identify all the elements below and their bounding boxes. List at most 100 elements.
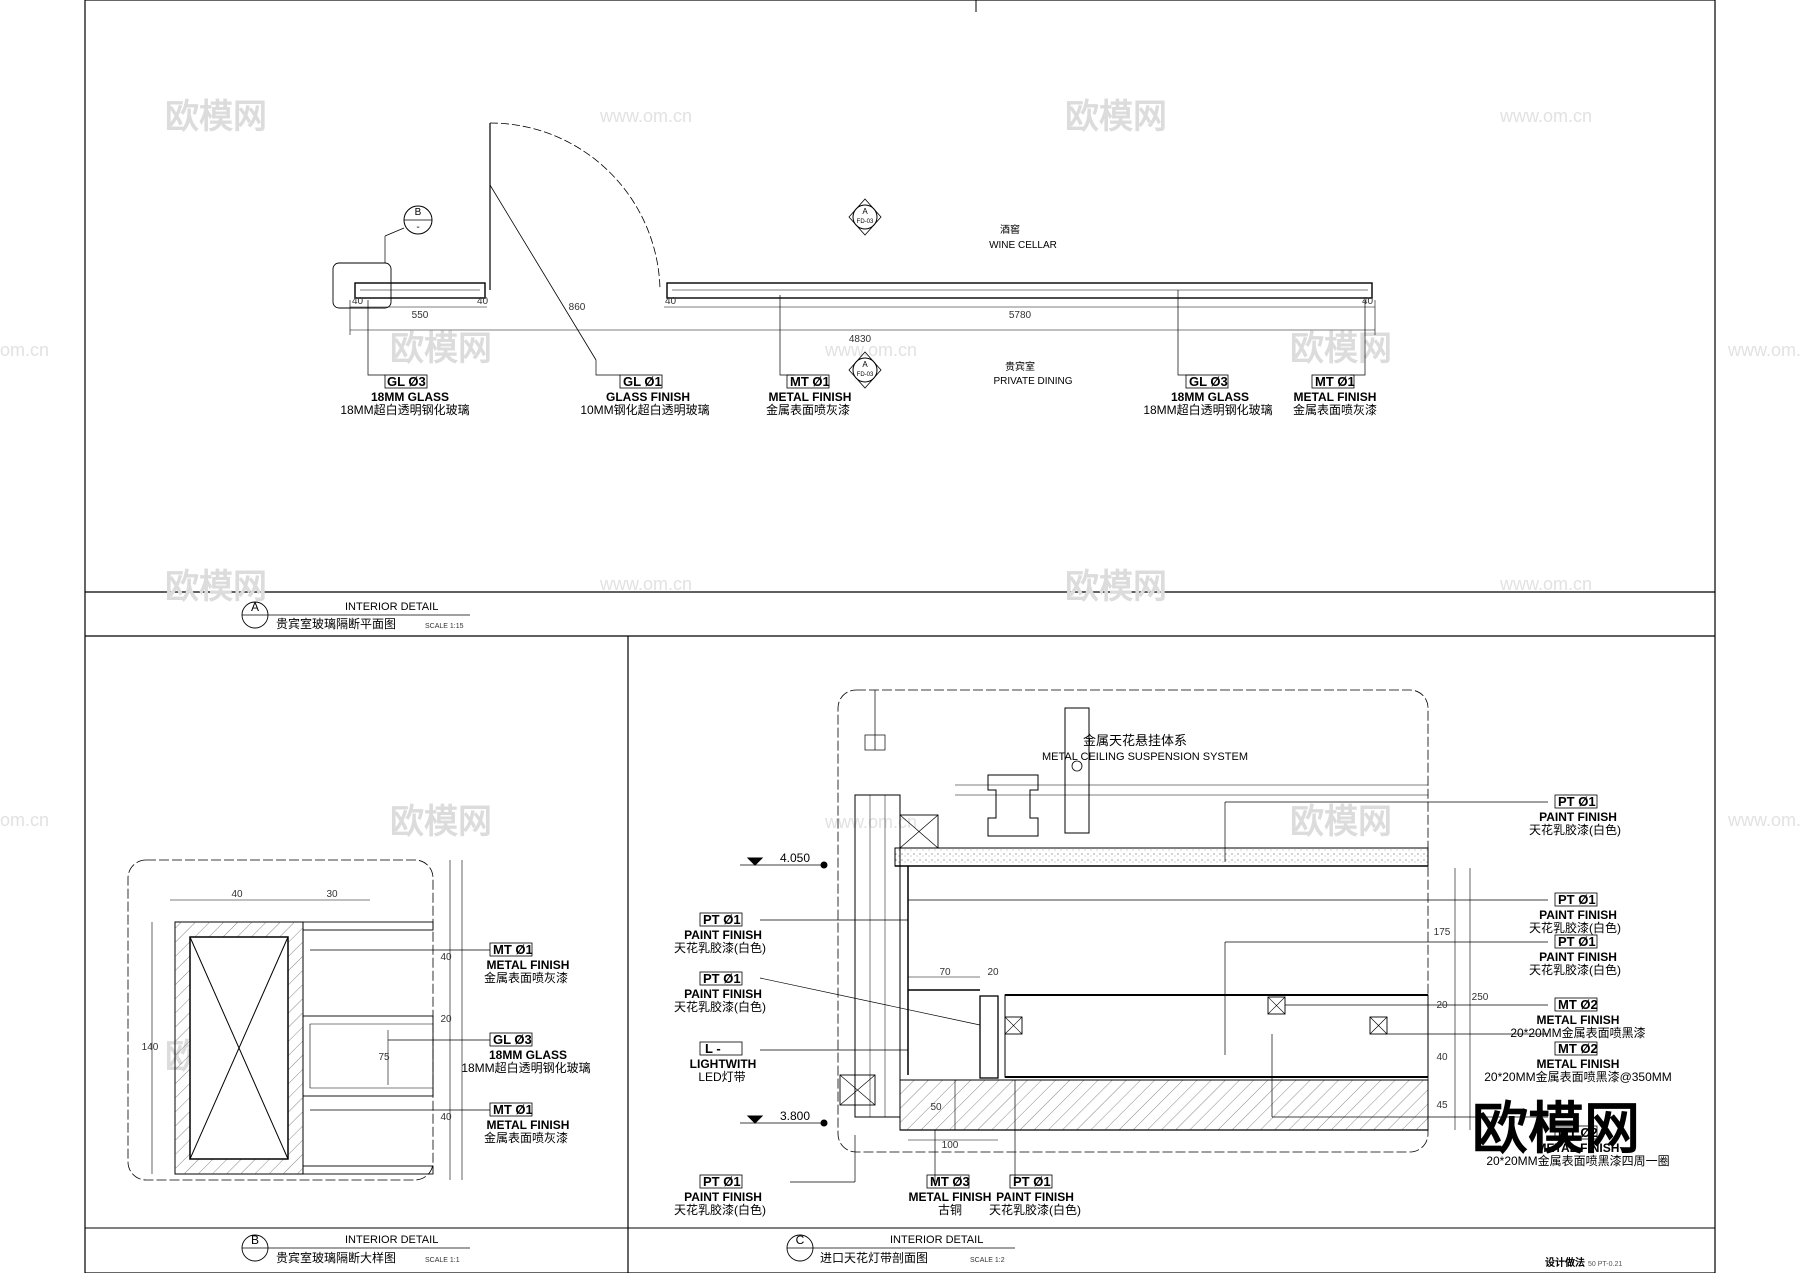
watermark-logo: 欧模网: [165, 568, 267, 606]
section-tag-a-sub: FD-03: [857, 372, 874, 378]
section-tag-a: A: [862, 207, 868, 216]
svg-text:METAL FINISH: METAL FINISH: [1294, 390, 1377, 404]
svg-text:GL Ø3: GL Ø3: [493, 1032, 532, 1047]
svg-text:INTERIOR DETAIL: INTERIOR DETAIL: [345, 601, 438, 613]
svg-text:进口天花灯带剖面图: 进口天花灯带剖面图: [820, 1250, 928, 1265]
svg-text:METAL FINISH: METAL FINISH: [909, 1190, 992, 1204]
watermark-logo: 欧模网: [1290, 803, 1392, 841]
svg-text:MT Ø1: MT Ø1: [790, 374, 830, 389]
material-tag: PT Ø1 PAINT FINISH 天花乳胶漆(白色): [1529, 892, 1621, 935]
svg-text:PT Ø1: PT Ø1: [1558, 934, 1596, 949]
panel-a-plan: [332, 122, 1376, 389]
level-top: 4.050: [780, 851, 810, 865]
section-tag-b-sub: -: [416, 222, 419, 233]
svg-text:METAL FINISH: METAL FINISH: [487, 958, 570, 972]
dim-label: 40: [665, 296, 677, 307]
panel-c-text: 金属天花悬挂体系 METAL CEILING SUSPENSION SYSTEM…: [674, 733, 1672, 1265]
svg-text:L -: L -: [705, 1041, 721, 1056]
svg-text:MT Ø3: MT Ø3: [930, 1174, 970, 1189]
svg-text:GLASS FINISH: GLASS FINISH: [606, 390, 690, 404]
svg-text:18MM GLASS: 18MM GLASS: [1171, 390, 1249, 404]
material-tag: MT Ø2 METAL FINISH 20*20MM金属表面喷黑漆@350MM: [1484, 1041, 1672, 1084]
svg-text:18MM GLASS: 18MM GLASS: [371, 390, 449, 404]
svg-text:PAINT FINISH: PAINT FINISH: [1539, 950, 1617, 964]
room-private-en: PRIVATE DINING: [993, 376, 1072, 387]
material-tag: L - LIGHTWITH LED灯带: [690, 1041, 757, 1084]
svg-text:75: 75: [378, 1052, 390, 1063]
svg-text:MT Ø1: MT Ø1: [493, 942, 533, 957]
svg-text:METAL FINISH: METAL FINISH: [1537, 1057, 1620, 1071]
svg-text:30: 30: [326, 889, 338, 900]
svg-text:40: 40: [440, 952, 452, 963]
svg-text:20*20MM金属表面喷黑漆四周一圈: 20*20MM金属表面喷黑漆四周一圈: [1486, 1153, 1669, 1168]
material-tag: MT Ø1 METAL FINISH 金属表面喷灰漆: [766, 374, 851, 417]
watermark-url: www.om.cn: [1499, 106, 1592, 126]
watermark-logo: 欧模网: [1290, 330, 1392, 368]
material-tag: PT Ø1 PAINT FINISH 天花乳胶漆(白色): [1529, 934, 1621, 977]
watermark-url-edge: om.cn: [0, 810, 49, 830]
svg-text:PAINT FINISH: PAINT FINISH: [996, 1190, 1074, 1204]
system-en: METAL CEILING SUSPENSION SYSTEM: [1042, 751, 1248, 763]
svg-text:A: A: [251, 600, 259, 614]
watermark-url: www.om.cn: [824, 340, 917, 360]
svg-text:INTERIOR DETAIL: INTERIOR DETAIL: [890, 1234, 983, 1246]
watermark-url: www.om.cn: [824, 812, 917, 832]
material-tag: GL Ø3 18MM GLASS 18MM超白透明钢化玻璃: [461, 1032, 590, 1075]
system-cn: 金属天花悬挂体系: [1083, 733, 1187, 748]
svg-text:天花乳胶漆(白色): 天花乳胶漆(白色): [674, 940, 766, 955]
material-tag: GL Ø3 18MM GLASS 18MM超白透明钢化玻璃: [1143, 374, 1272, 417]
svg-text:20: 20: [1436, 1000, 1448, 1011]
svg-text:100: 100: [942, 1140, 959, 1151]
panel-b-detail: [127, 859, 490, 1181]
svg-text:PAINT FINISH: PAINT FINISH: [1539, 810, 1617, 824]
room-wine-en: WINE CELLAR: [989, 240, 1057, 251]
svg-text:天花乳胶漆(白色): 天花乳胶漆(白色): [674, 1202, 766, 1217]
material-tag: MT Ø1 METAL FINISH 金属表面喷灰漆: [1293, 374, 1377, 417]
svg-text:50: 50: [930, 1102, 942, 1113]
svg-text:20: 20: [440, 1014, 452, 1025]
svg-text:MT Ø1: MT Ø1: [1315, 374, 1355, 389]
svg-text:金属表面喷灰漆: 金属表面喷灰漆: [766, 402, 850, 417]
svg-text:PT Ø1: PT Ø1: [1558, 794, 1596, 809]
panel-a-text: B - A FD-03 A FD-03 酒窖 WINE CELLAR 贵宾室 P…: [241, 207, 1377, 631]
dim-label: 5780: [1009, 310, 1032, 321]
svg-text:PAINT FINISH: PAINT FINISH: [684, 1190, 762, 1204]
svg-text:天花乳胶漆(白色): 天花乳胶漆(白色): [1529, 920, 1621, 935]
svg-text:SCALE 1:2: SCALE 1:2: [970, 1257, 1005, 1264]
watermark-url: www.om.cn: [1499, 574, 1592, 594]
svg-text:GL Ø3: GL Ø3: [1189, 374, 1228, 389]
material-tag: PT Ø1 PAINT FINISH 天花乳胶漆(白色): [989, 1174, 1081, 1217]
svg-text:20*20MM金属表面喷黑漆@350MM: 20*20MM金属表面喷黑漆@350MM: [1484, 1069, 1672, 1084]
watermark-url-edge: www.om.cn: [1727, 810, 1800, 830]
svg-text:METAL FINISH: METAL FINISH: [1537, 1013, 1620, 1027]
dim-label: 860: [569, 302, 586, 313]
svg-text:18MM超白透明钢化玻璃: 18MM超白透明钢化玻璃: [340, 402, 469, 417]
level-bottom: 3.800: [780, 1109, 810, 1123]
svg-text:贵宾室玻璃隔断大样图: 贵宾室玻璃隔断大样图: [276, 1250, 396, 1265]
svg-text:PT Ø1: PT Ø1: [703, 1174, 741, 1189]
svg-text:20*20MM金属表面喷黑漆: 20*20MM金属表面喷黑漆: [1510, 1025, 1645, 1040]
svg-text:PT Ø1: PT Ø1: [703, 971, 741, 986]
section-tag-a-sub: FD-03: [857, 219, 874, 225]
svg-text:设计做法: 设计做法: [1545, 1256, 1585, 1269]
svg-text:GL Ø1: GL Ø1: [623, 374, 662, 389]
material-tag: MT Ø1 METAL FINISH 金属表面喷灰漆: [484, 1102, 569, 1145]
svg-text:METAL FINISH: METAL FINISH: [769, 390, 852, 404]
panel-c-section: [740, 689, 1548, 1183]
title-block: 设计做法 50 PT-0.21: [1545, 1256, 1622, 1269]
watermark-url: www.om.cn: [599, 574, 692, 594]
svg-text:PAINT FINISH: PAINT FINISH: [684, 987, 762, 1001]
svg-text:LED灯带: LED灯带: [698, 1070, 745, 1084]
svg-text:METAL FINISH: METAL FINISH: [1537, 1141, 1620, 1155]
watermark-url-edge: www.om.cn: [1727, 340, 1800, 360]
material-tag: GL Ø3 18MM GLASS 18MM超白透明钢化玻璃: [340, 374, 469, 417]
svg-text:40: 40: [440, 1112, 452, 1123]
svg-text:LIGHTWITH: LIGHTWITH: [690, 1057, 757, 1071]
material-tag: PT Ø1 PAINT FINISH 天花乳胶漆(白色): [674, 971, 766, 1014]
room-wine-cn: 酒窖: [1000, 223, 1020, 236]
svg-text:140: 140: [142, 1042, 159, 1053]
svg-text:PT Ø1: PT Ø1: [1013, 1174, 1051, 1189]
svg-text:天花乳胶漆(白色): 天花乳胶漆(白色): [989, 1202, 1081, 1217]
svg-text:18MM超白透明钢化玻璃: 18MM超白透明钢化玻璃: [461, 1060, 590, 1075]
